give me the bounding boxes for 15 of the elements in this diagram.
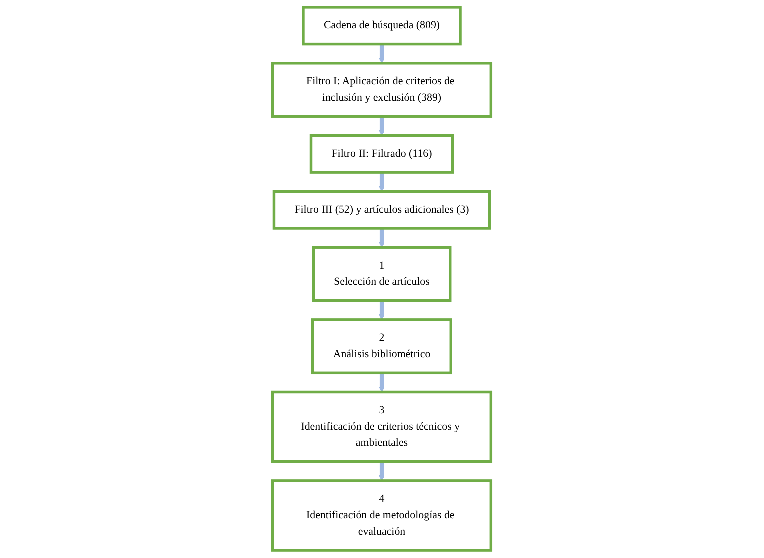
arrow (379, 228, 385, 248)
arrow (379, 372, 385, 393)
node-box: 4 Identificación de metodologías de evaluación (271, 480, 493, 552)
node-box: Cadena de búsqueda (809) (302, 6, 462, 46)
arrow (379, 172, 385, 192)
arrow (379, 300, 385, 320)
node-box: 3 Identificación de criterios técnicos y ambientales (271, 390, 493, 464)
node-box: Filtro II: Filtrado (116) (310, 134, 454, 174)
arrow (379, 116, 385, 136)
arrow (379, 44, 385, 64)
arrow (379, 461, 385, 482)
node-box: Filtro I: Aplicación de criterios de inclusión y exclusión (389) (271, 62, 493, 118)
node-box: 2 Análisis bibliométrico (312, 318, 452, 375)
node-box: Filtro III (52) y artículos adicionales (3) (272, 190, 492, 230)
node-box: 1 Selección de artículos (312, 246, 452, 302)
